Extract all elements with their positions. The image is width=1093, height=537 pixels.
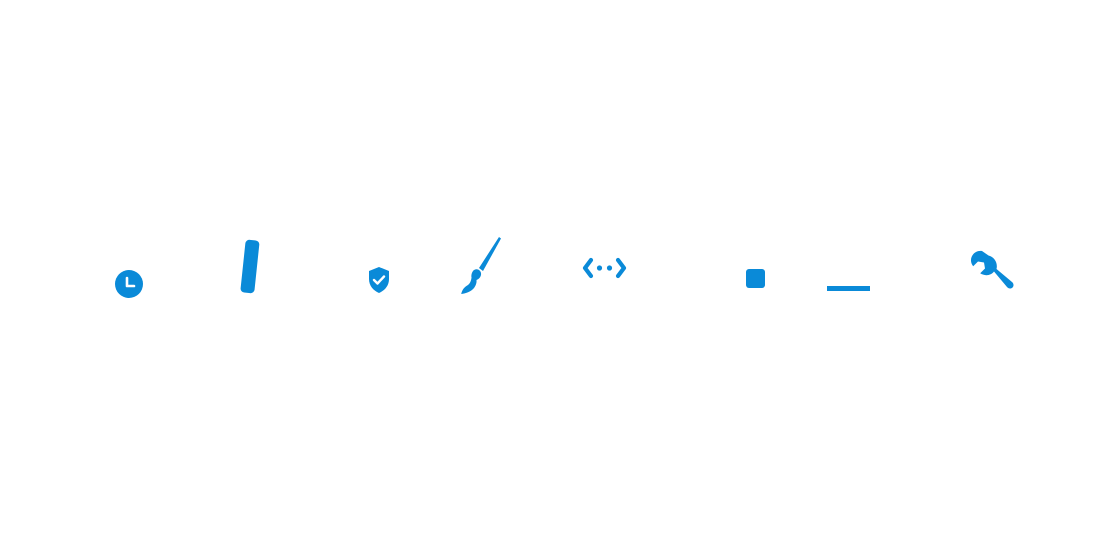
code-connection-icon [582,256,627,280]
paint-brush-icon [458,235,503,296]
shield-check-icon [367,266,391,294]
clock-icon [114,269,144,299]
minimize-line-icon [826,285,871,293]
vertical-bar-icon [236,238,265,295]
wrench-icon [968,249,1014,293]
stop-square-icon [745,268,766,289]
